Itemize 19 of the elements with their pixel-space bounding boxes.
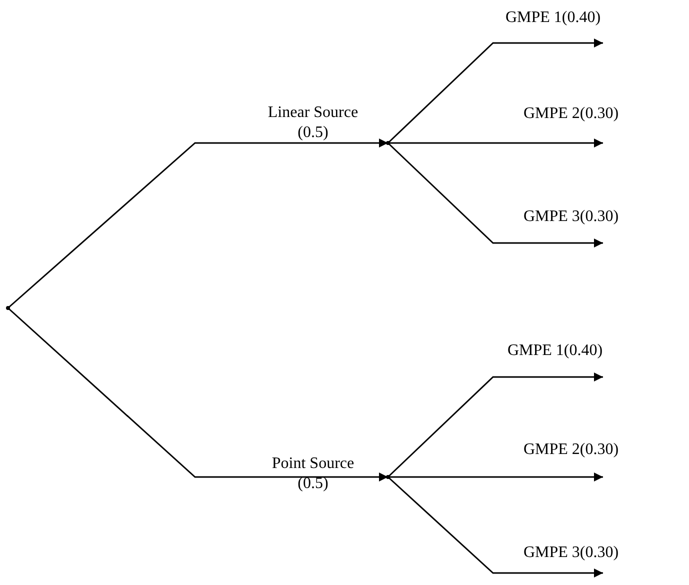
- arrow: [8, 138, 388, 309]
- edge-label: GMPE 1(0.40): [504, 8, 602, 28]
- edge-label: GMPE 3(0.30): [522, 207, 620, 227]
- junction-point: [386, 475, 390, 479]
- edge-label: GMPE 1(0.40): [506, 341, 604, 361]
- edge-label: Linear Source (0.5): [266, 103, 360, 143]
- arrow: [8, 307, 388, 482]
- arrow: [388, 476, 603, 578]
- arrow: [387, 372, 603, 478]
- arrow: [388, 472, 603, 482]
- junction-point: [386, 141, 390, 145]
- edge-label: GMPE 3(0.30): [522, 543, 620, 563]
- arrow: [388, 138, 603, 148]
- edge-label: GMPE 2(0.30): [522, 104, 620, 124]
- arrow: [387, 142, 603, 248]
- junction-point: [6, 306, 10, 310]
- arrow: [387, 38, 603, 144]
- edge-label: GMPE 2(0.30): [522, 440, 620, 460]
- edge-label: Point Source (0.5): [270, 454, 356, 494]
